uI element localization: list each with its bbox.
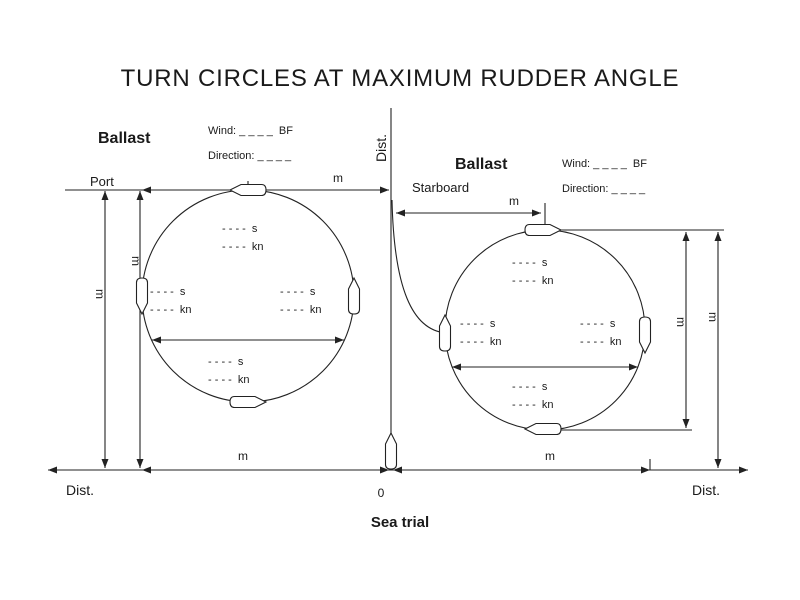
port-top-ship-icon xyxy=(229,183,267,197)
starboard-entry-curve xyxy=(391,199,447,334)
port-transfer-unit-label: m xyxy=(333,171,343,185)
starboard-reading-right-time: - - - - s xyxy=(580,318,616,330)
starboard-reading-top-time: - - - - s xyxy=(512,257,548,269)
starboard-top-ship-icon xyxy=(524,223,562,237)
port-left-ship-icon xyxy=(135,277,149,315)
starboard-reading-top-speed: - - - - kn xyxy=(512,275,554,287)
starboard-right-ship-icon xyxy=(638,316,652,354)
starboard-reading-right-speed: - - - - kn xyxy=(580,336,622,348)
starboard-bottom-span-unit-label: m xyxy=(545,449,555,463)
port-condition-label: Ballast xyxy=(98,130,151,147)
bottom-axis-right-label: Dist. xyxy=(692,482,720,498)
origin-ship-icon xyxy=(384,432,398,470)
port-wind-label: Wind: _ _ _ _ BF xyxy=(208,125,293,137)
port-reading-top-speed: - - - - kn xyxy=(222,241,264,253)
port-reading-right-time: - - - - s xyxy=(280,286,316,298)
port-reading-right-speed: - - - - kn xyxy=(280,304,322,316)
starboard-reading-bottom-time: - - - - s xyxy=(512,381,548,393)
starboard-inner-height-unit-label: m xyxy=(674,317,688,327)
bottom-axis-left-label: Dist. xyxy=(66,482,94,498)
starboard-direction-label: Direction: _ _ _ _ xyxy=(562,183,646,195)
footer-caption: Sea trial xyxy=(371,514,429,531)
starboard-outer-height-unit-label: m xyxy=(706,312,720,322)
port-inner-height-unit-label: m xyxy=(129,256,143,266)
starboard-bottom-ship-icon xyxy=(524,422,562,436)
starboard-left-ship-icon xyxy=(438,314,452,352)
starboard-wind-label: Wind: _ _ _ _ BF xyxy=(562,158,647,170)
starboard-reading-left-time: - - - - s xyxy=(460,318,496,330)
origin-label: 0 xyxy=(378,486,385,500)
port-reading-bottom-speed: - - - - kn xyxy=(208,374,250,386)
port-right-ship-icon xyxy=(347,277,361,315)
starboard-transfer-unit-label: m xyxy=(509,194,519,208)
port-reading-left-speed: - - - - kn xyxy=(150,304,192,316)
starboard-reading-left-speed: - - - - kn xyxy=(460,336,502,348)
starboard-condition-label: Ballast xyxy=(455,156,508,173)
port-direction-label: Direction: _ _ _ _ xyxy=(208,150,292,162)
port-bottom-span-unit-label: m xyxy=(238,449,248,463)
starboard-reading-bottom-speed: - - - - kn xyxy=(512,399,554,411)
center-axis-label: Dist. xyxy=(373,134,389,162)
starboard-side-label: Starboard xyxy=(412,180,469,195)
diagram-title: TURN CIRCLES AT MAXIMUM RUDDER ANGLE xyxy=(121,65,680,92)
port-bottom-ship-icon xyxy=(229,395,267,409)
port-reading-left-time: - - - - s xyxy=(150,286,186,298)
port-outer-height-unit-label: m xyxy=(93,289,107,299)
port-reading-top-time: - - - - s xyxy=(222,223,258,235)
port-side-label: Port xyxy=(90,174,114,189)
port-reading-bottom-time: - - - - s xyxy=(208,356,244,368)
